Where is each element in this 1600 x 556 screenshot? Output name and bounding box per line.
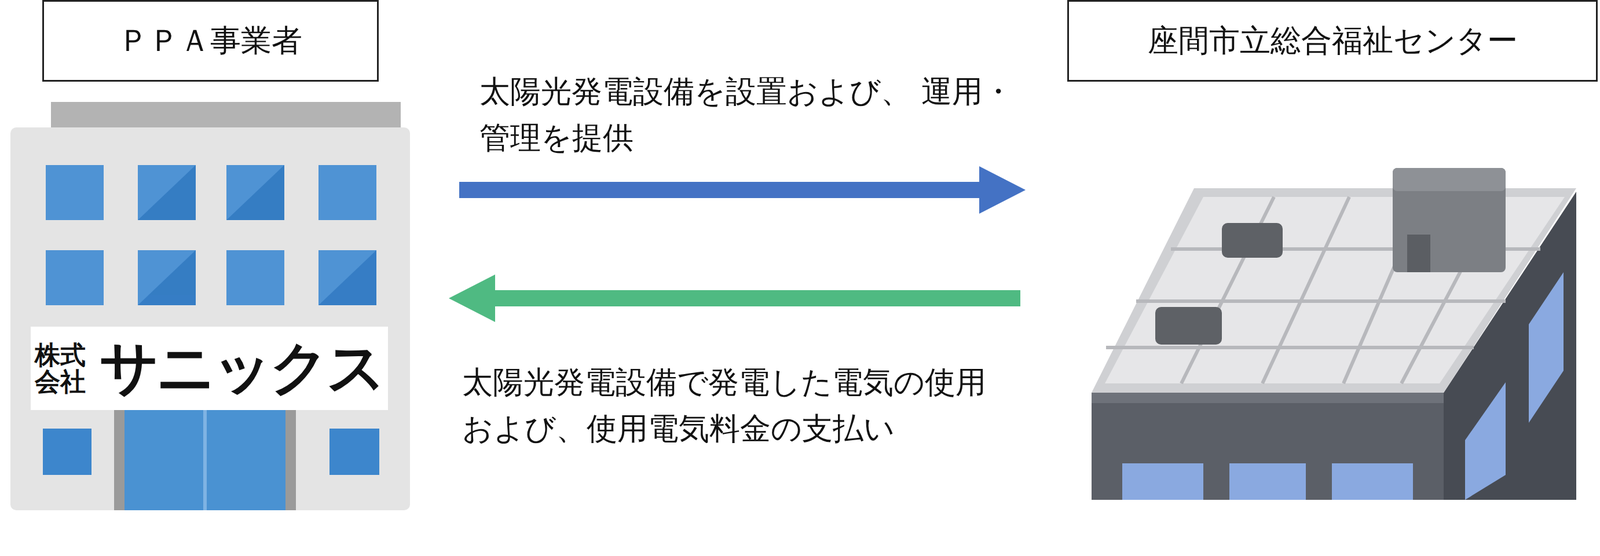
flow-label: 太陽光発電設備を設置および、 運用・管理を提供: [479, 68, 1059, 161]
arrow-head: [448, 274, 496, 322]
arrow-head: [979, 166, 1026, 214]
company-name: サニックス: [99, 338, 384, 397]
party-name: ＰＰＡ事業者: [42, 0, 379, 82]
company-prefix: 株式 会社: [34, 341, 91, 395]
flow-arrow: [459, 166, 1026, 214]
flow-arrow: [448, 274, 1021, 322]
office-building: [10, 101, 410, 511]
party-name: 座間市立総合福祉センター: [1067, 0, 1598, 82]
arrow-shaft: [493, 290, 1021, 307]
flow-label: 太陽光発電設備で発電した電気の使用 および、使用電気料金の支払い: [462, 359, 1030, 452]
arrow-shaft: [459, 181, 981, 199]
party-node: 座間市立総合福祉センター: [1067, 0, 1598, 500]
center-building: [1091, 167, 1577, 500]
party-node: ＰＰＡ事業者: [10, 0, 410, 511]
